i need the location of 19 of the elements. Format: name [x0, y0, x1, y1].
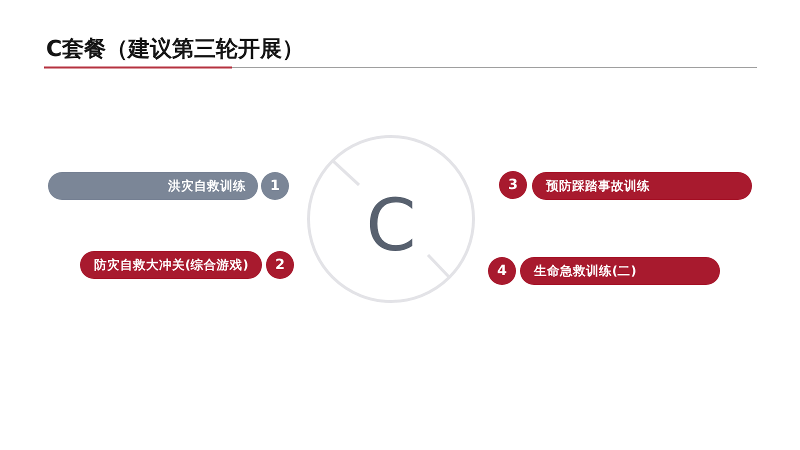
pill-bar	[532, 172, 752, 200]
item-label: 生命急救训练(二)	[534, 263, 636, 279]
pill-bar	[520, 257, 720, 285]
item-label: 防灾自救大冲关(综合游戏)	[94, 257, 248, 273]
pill-bar	[48, 172, 258, 200]
page-title: C套餐（建议第三轮开展）	[46, 36, 304, 64]
center-letter: C	[366, 185, 416, 265]
number-label: 1	[270, 178, 280, 194]
ring-circle	[307, 135, 475, 303]
number-badge	[266, 251, 294, 279]
number-label: 3	[508, 177, 518, 193]
number-badge	[499, 171, 527, 199]
number-badge	[488, 257, 516, 285]
number-badge	[261, 172, 289, 200]
number-label: 2	[275, 257, 285, 273]
item-label: 洪灾自救训练	[168, 178, 246, 194]
pill-bar	[80, 251, 262, 279]
item-label: 预防踩踏事故训练	[546, 178, 650, 194]
number-label: 4	[497, 263, 507, 279]
